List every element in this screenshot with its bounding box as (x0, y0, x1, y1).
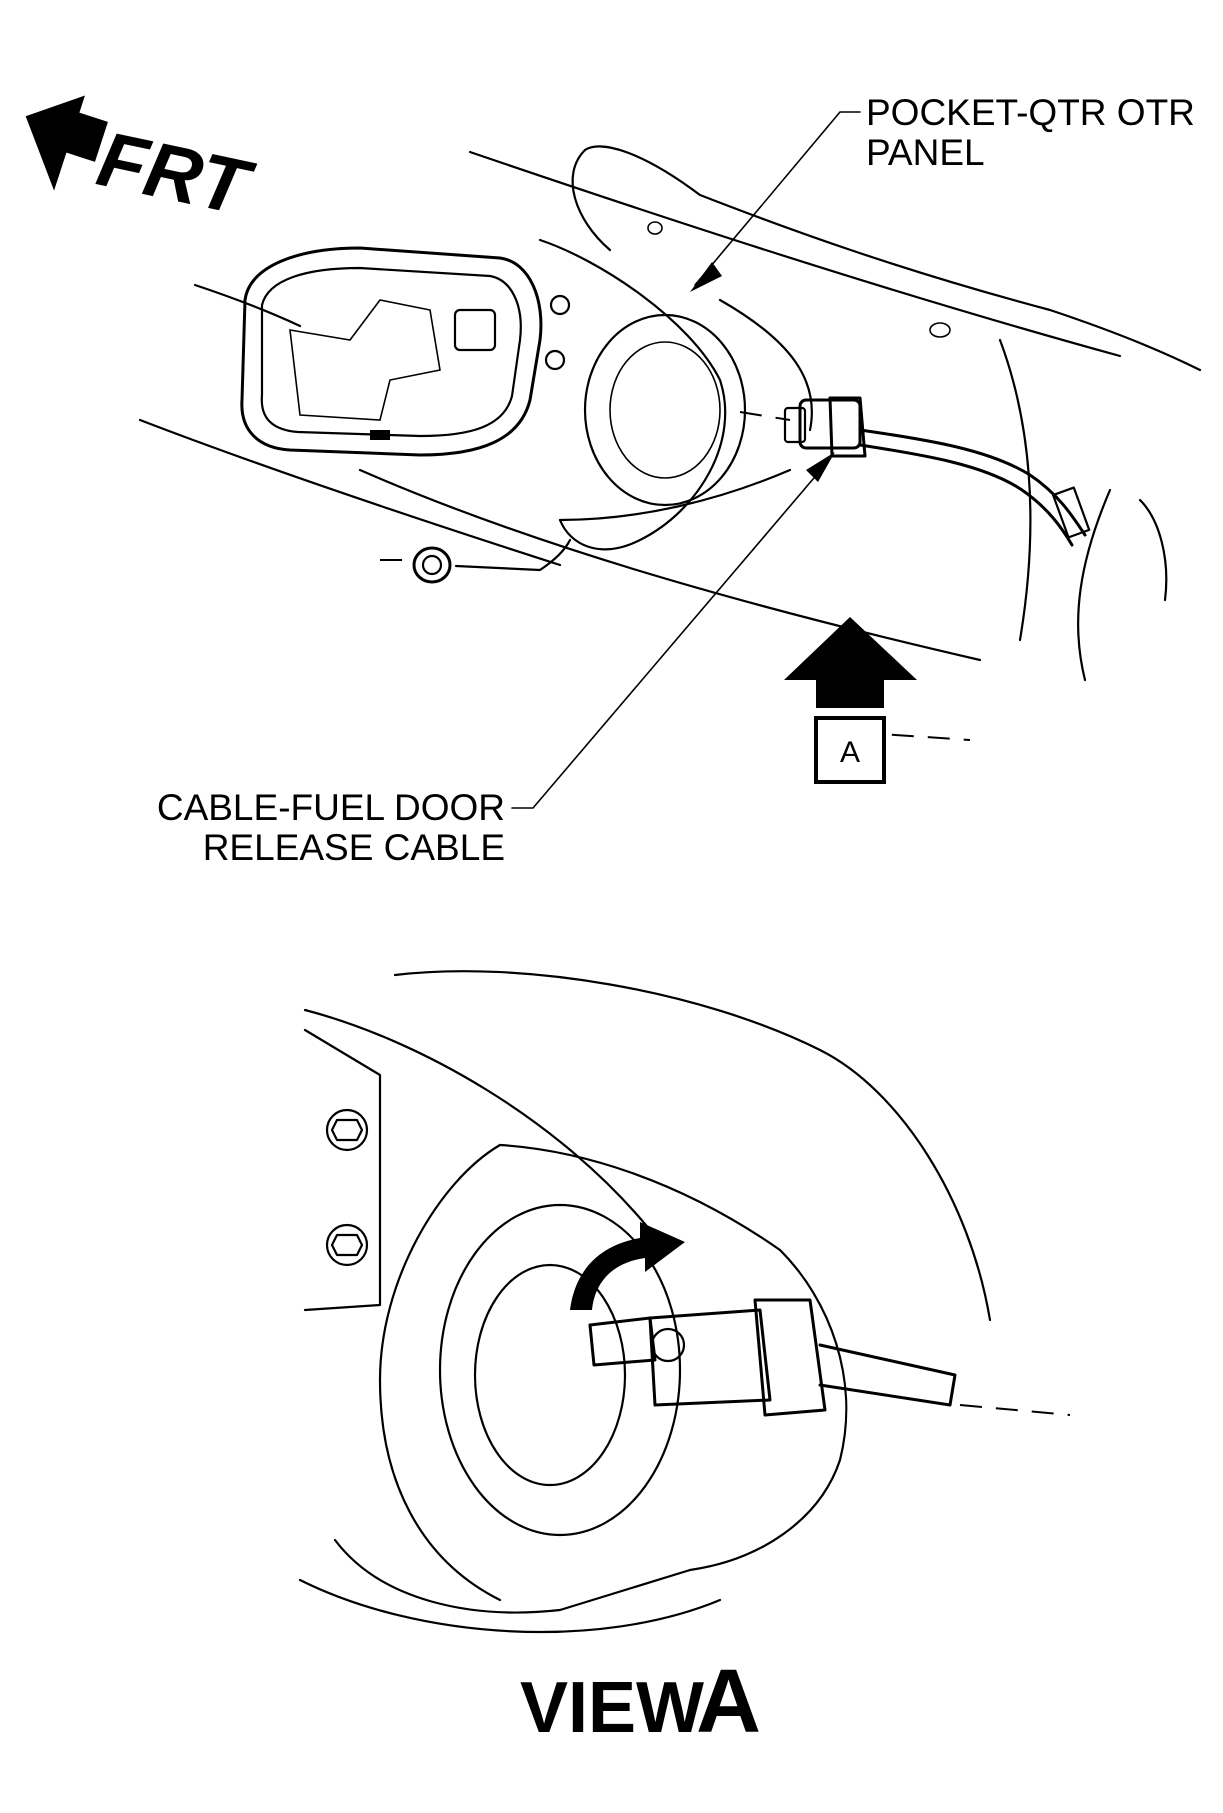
view-marker-letter: A (840, 736, 860, 769)
filler-neck (609, 341, 721, 479)
fuel-door (240, 246, 571, 457)
detail-hinge-plate (303, 1028, 382, 1312)
body-left-line (193, 283, 302, 328)
body-lower-line (138, 418, 562, 567)
pocket-callout-leader (694, 111, 861, 286)
front-direction-arrow-icon (25, 95, 108, 191)
pocket-callout-line1: POCKET-QTR OTR (866, 92, 1195, 133)
pocket-callout-arrowhead (690, 262, 722, 292)
pocket-top-edge (583, 145, 1202, 372)
detail-filler-inner (473, 1263, 627, 1487)
cable-callout-line1: CABLE-FUEL DOOR (157, 787, 505, 828)
pocket-inner-wall (718, 298, 813, 432)
body-hole (929, 322, 951, 338)
top-illustration: FRT (25, 92, 1202, 868)
retainer-clip-icon (412, 546, 452, 584)
bolt-icon (325, 1108, 369, 1152)
cable-callout-line2: RELEASE CABLE (203, 827, 505, 868)
detail-panel-line (303, 1008, 652, 1232)
filler-opening (583, 313, 747, 507)
release-cable (739, 396, 1091, 547)
body-dash-line (819, 729, 971, 741)
detail-cable-connector (588, 1298, 957, 1417)
detail-cable-dash (959, 1404, 1071, 1416)
detail-pocket-bottom (333, 1538, 692, 1614)
front-direction-label: FRT (90, 114, 261, 233)
body-seam (998, 338, 1032, 642)
body-upper-line (468, 150, 1122, 358)
detail-pocket-left (378, 1143, 502, 1602)
detail-illustration (298, 970, 1071, 1634)
detail-pocket-top (498, 1143, 782, 1252)
pocket-flange (571, 148, 612, 252)
view-title-word: VIEW (520, 1668, 704, 1748)
view-marker-box (814, 716, 886, 784)
pocket-bottom (558, 468, 792, 522)
view-direction-arrow-icon (784, 617, 917, 708)
clip-leader-right (454, 538, 572, 572)
bolt-icon (325, 1223, 369, 1267)
cable-callout-arrowhead (806, 452, 835, 482)
detail-filler-outer (438, 1203, 682, 1537)
pocket-callout-line2: PANEL (866, 132, 985, 173)
wheel-arch-edge (1077, 488, 1112, 682)
rotate-arrow-icon (570, 1222, 685, 1310)
body-bottom-line (358, 468, 982, 662)
view-title-letter: A (696, 1652, 761, 1752)
detail-outer-body-line (393, 970, 992, 1322)
body-hole (647, 221, 663, 235)
detail-lower-body-line (298, 1578, 722, 1634)
cable-callout-leader (511, 464, 826, 809)
wheel-arch-inner (1138, 498, 1168, 602)
pocket-rim (538, 238, 727, 551)
detail-pocket-right (688, 1248, 848, 1572)
